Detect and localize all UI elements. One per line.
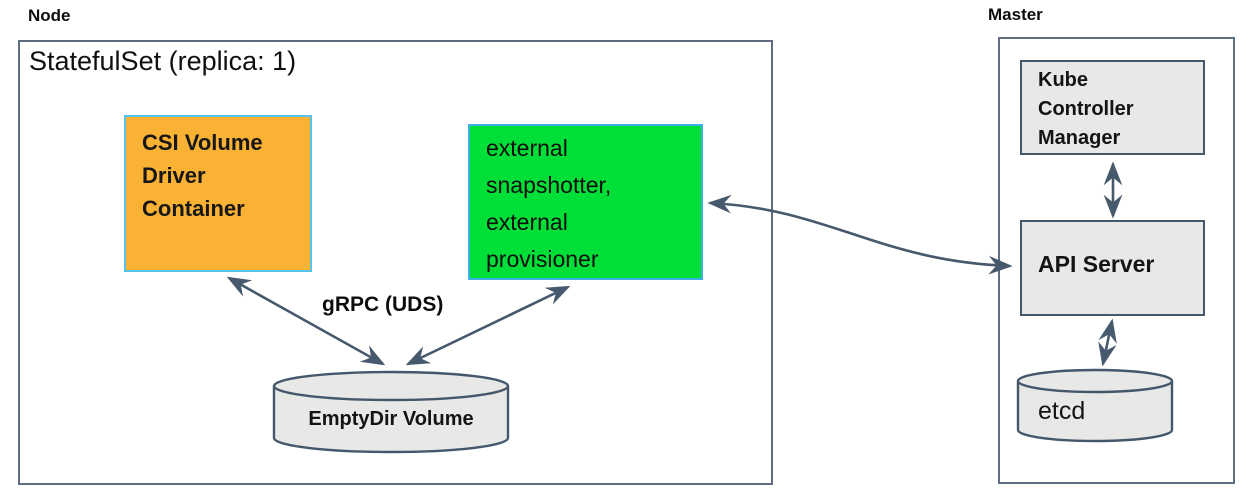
csi-volume-driver-label: CSI Volume Driver Container — [142, 126, 263, 225]
kcm-label-line: Controller — [1038, 98, 1134, 120]
csi-label-line: Driver — [142, 163, 206, 188]
grpc-uds-label: gRPC (UDS) — [322, 293, 444, 316]
external-sidecars-label: external snapshotter, external provision… — [486, 130, 611, 278]
api-server-label: API Server — [1038, 251, 1155, 277]
kcm-label-line: Kube — [1038, 69, 1088, 91]
master-group-label: Master — [988, 5, 1043, 24]
statefulset-title: StatefulSet (replica: 1) — [29, 46, 297, 76]
emptydir-volume-label: EmptyDir Volume — [308, 408, 474, 430]
csi-label-line: Container — [142, 196, 245, 221]
sidecars-label-line: external — [486, 209, 568, 235]
kcm-label-line: Manager — [1038, 127, 1121, 149]
etcd-label: etcd — [1038, 397, 1086, 425]
csi-label-line: CSI Volume — [142, 130, 263, 155]
node-group-label: Node — [28, 6, 71, 25]
csi-volume-driver-box — [124, 115, 312, 272]
api-server-box — [1020, 220, 1205, 316]
kube-controller-manager-label: Kube Controller Manager — [1038, 66, 1134, 153]
sidecars-label-line: provisioner — [486, 246, 599, 272]
sidecars-label-line: snapshotter, — [486, 172, 612, 198]
external-sidecars-box — [468, 124, 703, 280]
kube-controller-manager-box — [1020, 60, 1205, 155]
sidecars-label-line: external — [486, 135, 568, 161]
